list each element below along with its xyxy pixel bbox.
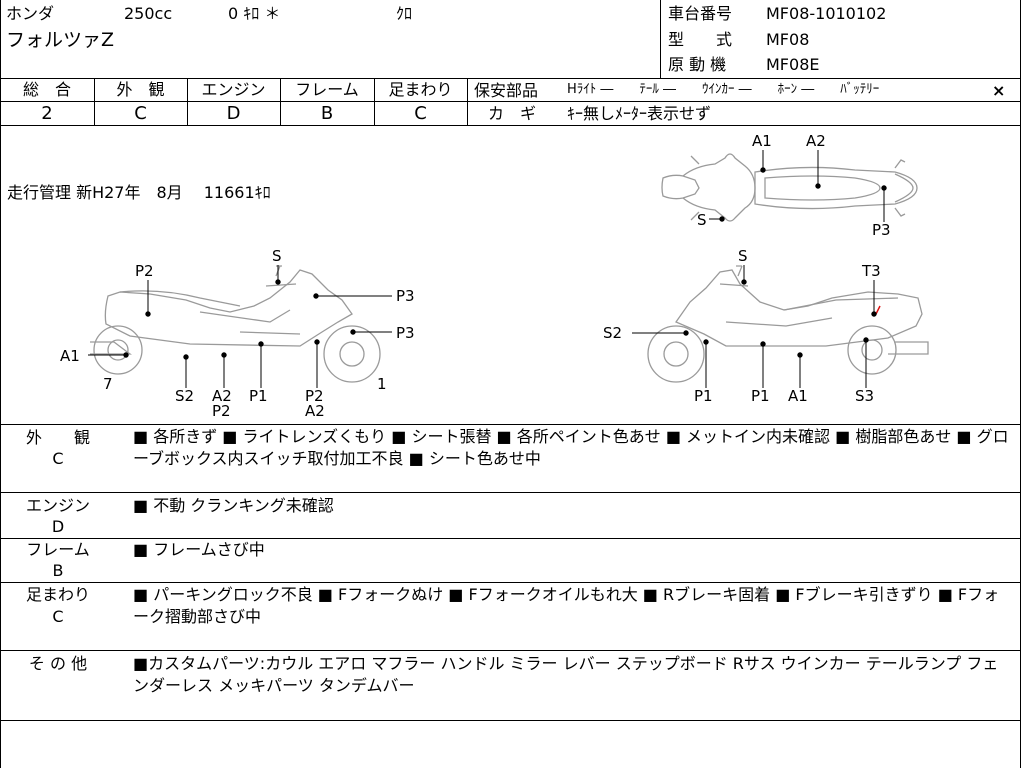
grade-engine-label: エンジン bbox=[201, 80, 266, 99]
remark-engine-grade: D bbox=[51, 517, 65, 536]
left-label-a2: A2 bbox=[212, 387, 232, 405]
left-label-p3-upper: P3 bbox=[396, 287, 415, 305]
remark-engine-label: エンジン bbox=[25, 496, 90, 515]
remark-frame-text: ■ フレームさび中 bbox=[133, 540, 265, 559]
left-label-a1: A1 bbox=[60, 347, 80, 365]
remark-frame-label: フレーム bbox=[26, 540, 90, 559]
remark-suspension-text: ■ パーキングロック不良 ■ Fフォークぬけ ■ Fフォークオイルもれ大 ■ R… bbox=[133, 585, 1000, 626]
left-label-p3-lower: P3 bbox=[396, 324, 415, 342]
remark-frame-grade: B bbox=[52, 561, 64, 580]
mileage-record: 走行管理 新H27年 8月 11661ｷﾛ bbox=[7, 183, 271, 202]
engine-value: MF08E bbox=[766, 55, 820, 74]
safety-label: 保安部品 bbox=[474, 81, 539, 100]
grade-suspension-label: 足まわり bbox=[388, 80, 453, 99]
color: ｸﾛ bbox=[396, 4, 413, 23]
type-label: 型 式 bbox=[668, 30, 733, 49]
left-label-1: 1 bbox=[377, 375, 387, 393]
divider-grade-mid bbox=[0, 101, 467, 102]
left-label-7: 7 bbox=[103, 375, 113, 393]
model-name: フォルツァZ bbox=[6, 29, 115, 51]
maker: ホンダ bbox=[6, 4, 55, 23]
grade-suspension-value: C bbox=[414, 103, 427, 124]
remark-suspension-label: 足まわり bbox=[25, 585, 90, 604]
scooter-left-view bbox=[90, 265, 381, 383]
scooter-right-view bbox=[647, 265, 929, 383]
divider-header bbox=[0, 78, 1021, 79]
right-label-t3: T3 bbox=[862, 262, 881, 280]
left-label-a2-under-p2: A2 bbox=[305, 402, 325, 420]
frame-right bbox=[1020, 0, 1021, 768]
left-label-p2-top: P2 bbox=[135, 262, 154, 280]
divider-remark-3 bbox=[0, 582, 1021, 583]
left-label-p2: P2 bbox=[305, 387, 324, 405]
divider-diagram-bottom bbox=[0, 424, 1021, 425]
grade-frame-value: B bbox=[320, 103, 334, 124]
remark-other-text: ■カスタムパーツ:カウル エアロ マフラー ハンドル ミラー レバー ステップボ… bbox=[133, 654, 999, 695]
grade-total-value: 2 bbox=[41, 103, 53, 124]
right-label-a1: A1 bbox=[788, 387, 808, 405]
grade-engine-value: D bbox=[226, 103, 241, 124]
top-label-s: S bbox=[697, 211, 707, 229]
divider-remark-4 bbox=[0, 650, 1021, 651]
safety-items: Hﾗｲﾄ ― ﾃｰﾙ ― ｳｲﾝｶｰ ― ﾎｰﾝ ― ﾊﾞｯﾃﾘｰ bbox=[567, 82, 880, 97]
type-value: MF08 bbox=[766, 30, 810, 49]
top-label-p3: P3 bbox=[872, 221, 891, 239]
grade-total-label: 総 合 bbox=[22, 80, 71, 99]
divider-remark-2 bbox=[0, 538, 1021, 539]
remark-other-label: そ の 他 bbox=[28, 654, 88, 673]
grade-col-3 bbox=[280, 78, 281, 125]
header-right-divider bbox=[660, 0, 661, 78]
right-label-s: S bbox=[738, 247, 748, 265]
remark-exterior-label: 外 観 bbox=[25, 428, 90, 447]
frame-left bbox=[0, 0, 1, 768]
left-label-p1: P1 bbox=[249, 387, 268, 405]
odometer: 0 ｷﾛ ＊ bbox=[228, 4, 281, 23]
key-value: ｷｰ無しﾒｰﾀｰ表示せず bbox=[567, 104, 712, 123]
engine-label: 原 動 機 bbox=[668, 55, 727, 74]
grade-col-1 bbox=[94, 78, 95, 125]
remark-suspension-grade: C bbox=[52, 607, 64, 626]
divider-grades-bottom bbox=[0, 125, 1021, 126]
displacement: 250cc bbox=[124, 4, 173, 23]
frame-no-label: 車台番号 bbox=[668, 4, 733, 23]
top-label-a1: A1 bbox=[752, 132, 772, 150]
remark-engine-text: ■ 不動 クランキング未確認 bbox=[133, 496, 334, 515]
divider-remark-1 bbox=[0, 492, 1021, 493]
right-label-p1-front: P1 bbox=[694, 387, 713, 405]
top-label-a2: A2 bbox=[806, 132, 826, 150]
right-label-s2: S2 bbox=[603, 324, 623, 342]
grade-frame-label: フレーム bbox=[295, 80, 359, 99]
remark-exterior-text: ■ 各所きず ■ ライトレンズくもり ■ シート張替 ■ 各所ペイント色あせ ■… bbox=[133, 427, 1009, 468]
left-label-p2-under-a2: P2 bbox=[212, 402, 231, 420]
right-label-s3: S3 bbox=[855, 387, 875, 405]
key-label: カ ギ bbox=[488, 104, 537, 123]
grade-col-4 bbox=[374, 78, 375, 125]
left-label-s2: S2 bbox=[175, 387, 195, 405]
divider-remark-5 bbox=[0, 720, 1021, 721]
grade-col-5 bbox=[467, 78, 468, 125]
divider-safety-mid bbox=[467, 101, 1021, 102]
frame-no: MF08-1010102 bbox=[766, 4, 887, 23]
grade-exterior-value: C bbox=[134, 103, 147, 124]
grade-exterior-label: 外 観 bbox=[116, 80, 165, 99]
left-label-s: S bbox=[272, 247, 282, 265]
grade-col-2 bbox=[187, 78, 188, 125]
battery-cross-mark: × bbox=[992, 81, 1006, 100]
remark-exterior-grade: C bbox=[52, 449, 64, 468]
right-label-p1: P1 bbox=[751, 387, 770, 405]
scooter-top-view bbox=[661, 153, 918, 222]
